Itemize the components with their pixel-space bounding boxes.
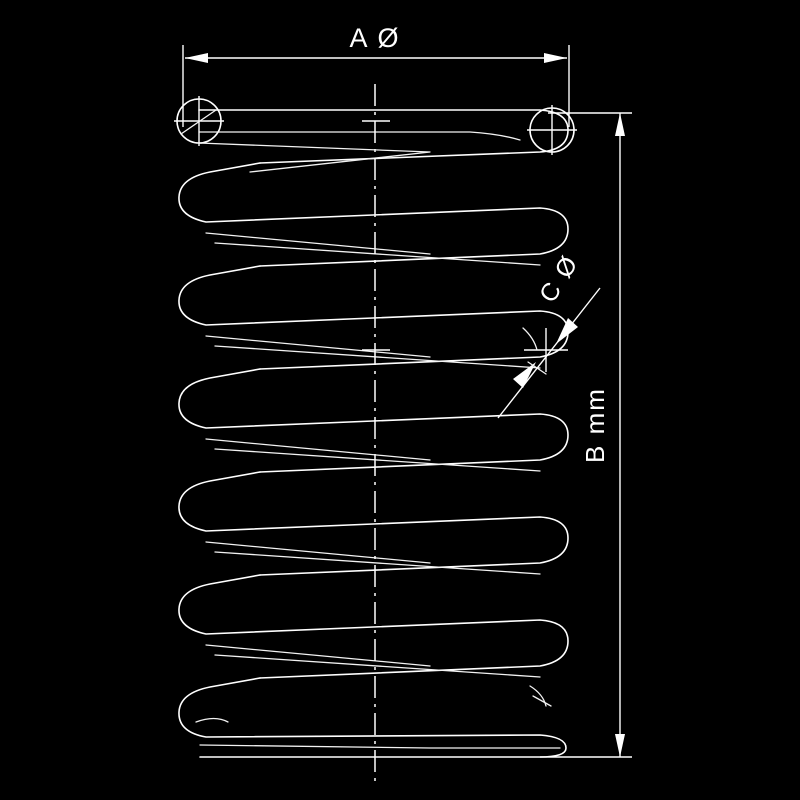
arrow-upper-icon — [556, 318, 578, 344]
axis-centerline — [362, 84, 390, 784]
coil-turn-2 — [178, 162, 569, 267]
coil-turn-3 — [178, 265, 569, 370]
dimension-outer-diameter: A Ø — [182, 23, 570, 127]
arrow-up-icon — [615, 113, 625, 136]
coil-turn-5 — [178, 471, 569, 576]
arrow-down-icon — [615, 734, 625, 757]
wire-section-marker — [522, 327, 568, 375]
leader-line-diagonal — [497, 287, 601, 419]
coil-turn-6 — [178, 574, 569, 679]
arrow-right-icon — [544, 53, 567, 63]
dimension-free-length: B mm — [540, 112, 632, 758]
arrow-lower-icon — [513, 362, 536, 388]
coil-turn-4 — [178, 368, 569, 473]
outer-diameter-label: A Ø — [349, 23, 400, 53]
wire-section-top-left — [174, 96, 224, 146]
coil-inner-end-ticks — [529, 685, 552, 707]
spring-coil-body — [178, 109, 569, 758]
free-length-label: B mm — [580, 387, 610, 463]
coil-turn-1 — [198, 109, 569, 173]
coil-turn-7-ground-end — [178, 677, 567, 758]
wire-diameter-label: C Ø — [534, 250, 584, 308]
arrow-left-icon — [185, 53, 208, 63]
